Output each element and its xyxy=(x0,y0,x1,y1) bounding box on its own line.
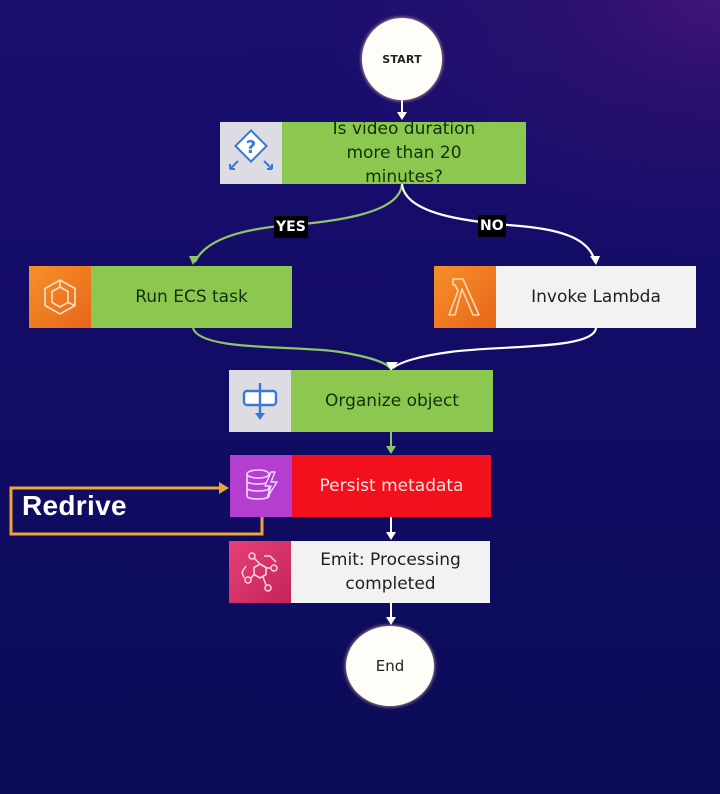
svg-text:?: ? xyxy=(246,137,256,158)
arrowhead-no xyxy=(590,256,600,265)
redrive-loop[interactable] xyxy=(9,486,264,536)
end-label: End xyxy=(375,657,405,675)
redrive-arrowhead xyxy=(219,482,229,494)
choice-label: Is video duration more than 20 minutes? xyxy=(282,119,526,187)
eventbridge-icon xyxy=(229,541,291,603)
lambda-label: Invoke Lambda xyxy=(496,266,696,328)
emit-event-state[interactable]: Emit: Processing completed xyxy=(229,541,490,603)
choice-state[interactable]: ? Is video duration more than 20 minutes… xyxy=(220,119,526,187)
arrowhead-start-to-choice xyxy=(397,112,407,120)
arrowhead-emit-to-end xyxy=(386,617,396,625)
redrive-label[interactable]: Redrive xyxy=(22,490,127,521)
no-label: NO xyxy=(478,215,506,237)
ecs-task-state[interactable]: Run ECS task xyxy=(29,266,292,328)
organize-object-state[interactable]: Organize object xyxy=(229,370,493,432)
ecs-label: Run ECS task xyxy=(91,266,292,328)
choice-icon: ? xyxy=(220,122,282,184)
arrowhead-organize-to-persist xyxy=(386,446,396,454)
pass-state-icon xyxy=(229,370,291,432)
end-node[interactable]: End xyxy=(346,626,434,706)
start-node[interactable]: START xyxy=(362,18,442,100)
lambda-state[interactable]: Invoke Lambda xyxy=(434,266,696,328)
persist-metadata-state[interactable]: Persist metadata xyxy=(230,455,491,517)
yes-label: YES xyxy=(274,216,308,238)
dynamodb-icon xyxy=(230,455,292,517)
arrowhead-into-organize xyxy=(386,362,398,371)
arrowhead-yes xyxy=(189,256,199,265)
edge-lambda-to-organize xyxy=(392,327,598,369)
persist-label: Persist metadata xyxy=(292,455,491,517)
edge-ecs-to-organize xyxy=(191,327,391,369)
emit-label: Emit: Processing completed xyxy=(291,541,490,603)
lambda-icon xyxy=(434,266,496,328)
organize-label: Organize object xyxy=(291,370,493,432)
ecs-icon xyxy=(29,266,91,328)
arrowhead-persist-to-emit xyxy=(386,532,396,540)
edge-no-to-lambda xyxy=(400,183,597,263)
start-label: START xyxy=(382,52,422,66)
